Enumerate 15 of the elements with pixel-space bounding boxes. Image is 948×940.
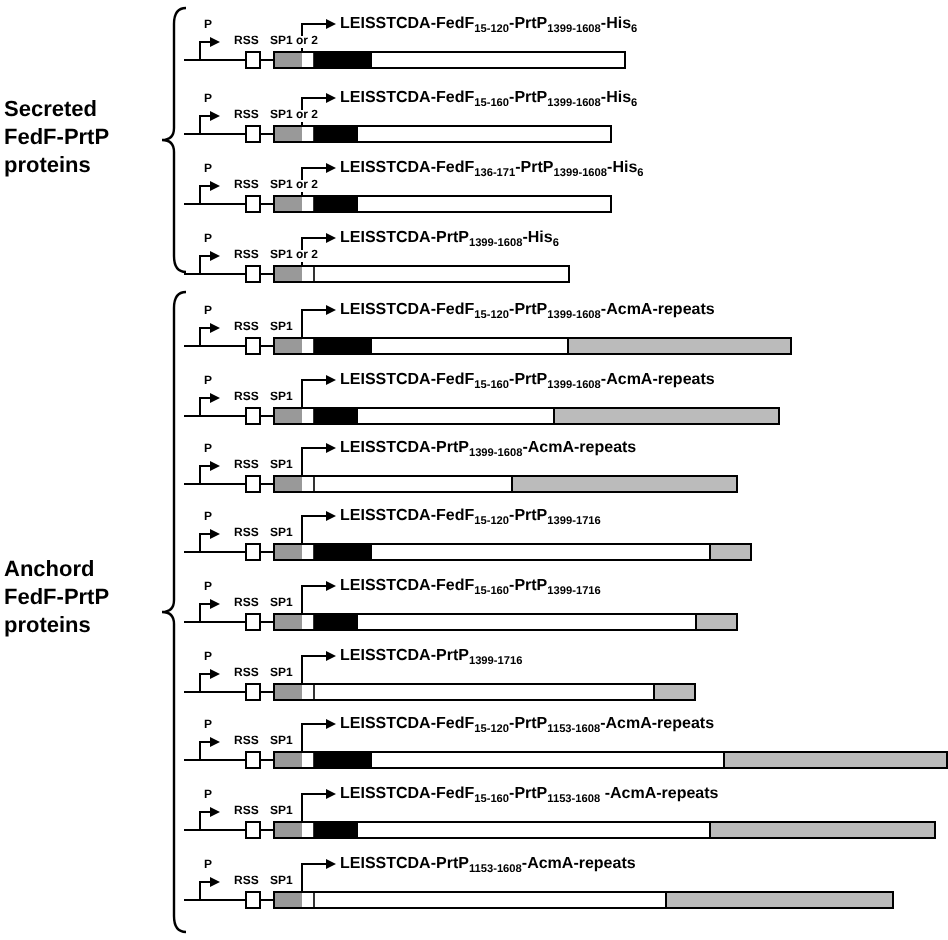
construct-name: LEISSTCDA-PrtP$_{1153-1608}$-AcmA-repeats: [340, 856, 636, 872]
construct-name: LEISSTCDA-FedF$_{15-120}$-PrtP$_{1399-1716}$: [340, 508, 601, 524]
construct-name: LEISSTCDA-FedF$_{15-120}$-PrtP$_{1153-1608}$-AcmA-repeats: [340, 716, 715, 732]
construct-name: LEISSTCDA-FedF$_{15-160}$-PrtP$_{1399-1716}$: [340, 578, 601, 594]
construct-name: LEISSTCDA-FedF$_{136-171}$-PrtP$_{1399-1608}$-His$_{6}$: [340, 160, 644, 176]
construct-name: LEISSTCDA-PrtP$_{1399-1608}$-AcmA-repeats: [340, 440, 637, 456]
construct-name: LEISSTCDA-FedF$_{15-120}$-PrtP$_{1399-1608}$-His$_{6}$: [340, 16, 638, 32]
group-heading: Secreted FedF-PrtP proteins: [4, 96, 111, 180]
construct-name: LEISSTCDA-FedF$_{15-120}$-PrtP$_{1399-1608}$-AcmA-repeats: [340, 302, 715, 318]
construct-name: LEISSTCDA-PrtP$_{1399-1716}$: [340, 648, 523, 664]
group-heading: Anchord FedF-PrtP proteins: [4, 556, 111, 640]
construct-name: LEISSTCDA-FedF$_{15-160}$-PrtP$_{1399-1608}$-His$_{6}$: [340, 90, 638, 106]
construct-name: LEISSTCDA-FedF$_{15-160}$-PrtP$_{1153-1608}$ -AcmA-repeats: [340, 786, 719, 802]
construct-name: LEISSTCDA-FedF$_{15-160}$-PrtP$_{1399-1608}$-AcmA-repeats: [340, 372, 715, 388]
construct-name: LEISSTCDA-PrtP$_{1399-1608}$-His$_{6}$: [340, 230, 559, 246]
